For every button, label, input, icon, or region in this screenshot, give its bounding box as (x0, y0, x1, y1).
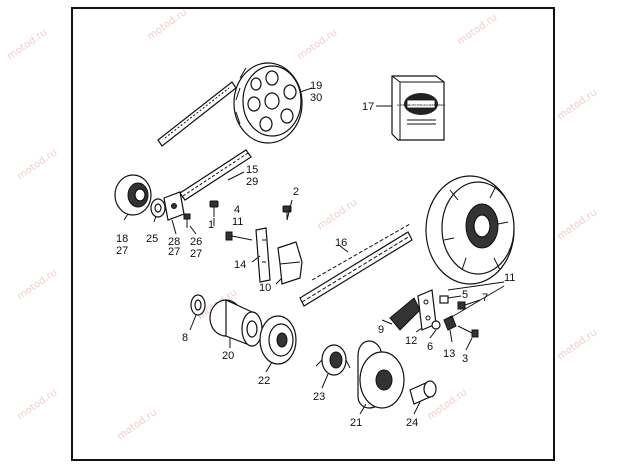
lock-plate (163, 191, 185, 221)
adjuster-nut (443, 315, 457, 331)
watermark: motod.ru (15, 147, 59, 182)
rear-wheel-sprocket (425, 175, 515, 285)
accessory-kit-box (391, 75, 445, 141)
callout-23: 23 (313, 391, 325, 403)
watermark: motod.ru (15, 387, 59, 422)
callout-14: 14 (234, 259, 246, 271)
callout-20: 20 (222, 350, 234, 362)
callout-9: 9 (378, 324, 384, 336)
watermark: motod.ru (5, 27, 49, 62)
watermark: motod.ru (555, 207, 599, 242)
watermark: motod.ru (555, 87, 599, 122)
axle-pin (409, 380, 437, 405)
seal-ring (150, 198, 166, 218)
callout-3: 3 (462, 353, 468, 365)
thrust-washer (190, 294, 206, 316)
watermark: motod.ru (15, 267, 59, 302)
callout-11: 11 (232, 216, 243, 228)
bolt (457, 325, 479, 338)
callout-21: 21 (350, 417, 362, 429)
callout-2: 2 (293, 186, 299, 198)
sprocket-spacer (209, 299, 263, 347)
drive-chain (299, 223, 413, 307)
callout-27-b: 27 (168, 246, 180, 258)
chain-guard (389, 297, 421, 331)
callout-8: 8 (182, 332, 188, 344)
callout-18: 18 (116, 233, 128, 245)
callout-11-b: 11 (504, 272, 515, 284)
compensator-drum (357, 340, 405, 409)
rear-belt-pulley (233, 62, 303, 144)
callout-7: 7 (482, 292, 488, 304)
callout-27-c: 27 (190, 248, 202, 260)
belt (157, 81, 237, 147)
chain-guard-bracket (277, 241, 303, 285)
callout-4: 4 (234, 204, 240, 216)
engine-sprocket (259, 315, 297, 365)
watermark: motod.ru (315, 197, 359, 232)
callout-27-a: 27 (116, 245, 128, 257)
callout-labels: 19 30 15 29 2 1 4 11 14 10 16 18 27 25 2… (116, 80, 515, 429)
watermark: motod.ru (295, 27, 339, 62)
callout-13: 13 (443, 348, 455, 360)
transmission-sprocket (114, 174, 152, 216)
callout-17-box: 17 (362, 101, 374, 113)
callout-30: 30 (310, 92, 322, 104)
watermark: motod.ru (455, 12, 499, 47)
watermark: motod.ru (115, 407, 159, 442)
watermark: motod.ru (145, 7, 189, 42)
callout-24: 24 (406, 417, 418, 429)
callout-5: 5 (462, 289, 468, 301)
callout-1: 1 (208, 219, 214, 231)
washer-small (431, 320, 441, 330)
callout-19: 19 (310, 80, 322, 92)
adjuster-bracket (255, 227, 271, 283)
callout-15: 15 (246, 164, 258, 176)
callout-16: 16 (335, 237, 347, 249)
callout-12: 12 (405, 335, 417, 347)
washer (457, 301, 466, 310)
kit-box-badge-text: GENUINE MOTOR ACCESSORIES (397, 103, 445, 107)
diagram-frame (71, 7, 555, 461)
callout-29: 29 (246, 176, 258, 188)
callout-22: 22 (258, 375, 270, 387)
callout-26: 26 (190, 236, 202, 248)
callout-28: 28 (168, 236, 180, 248)
leader-lines (123, 87, 505, 415)
drive-chain-upper (179, 149, 252, 201)
callout-6: 6 (427, 341, 433, 353)
screw (183, 213, 191, 228)
adjuster-bolt (225, 231, 253, 241)
callout-25: 25 (146, 233, 158, 245)
bolt (209, 200, 219, 217)
watermark: motod.ru (555, 327, 599, 362)
callout-10: 10 (259, 282, 271, 294)
nut (439, 295, 449, 304)
compensator-hub (315, 344, 351, 376)
